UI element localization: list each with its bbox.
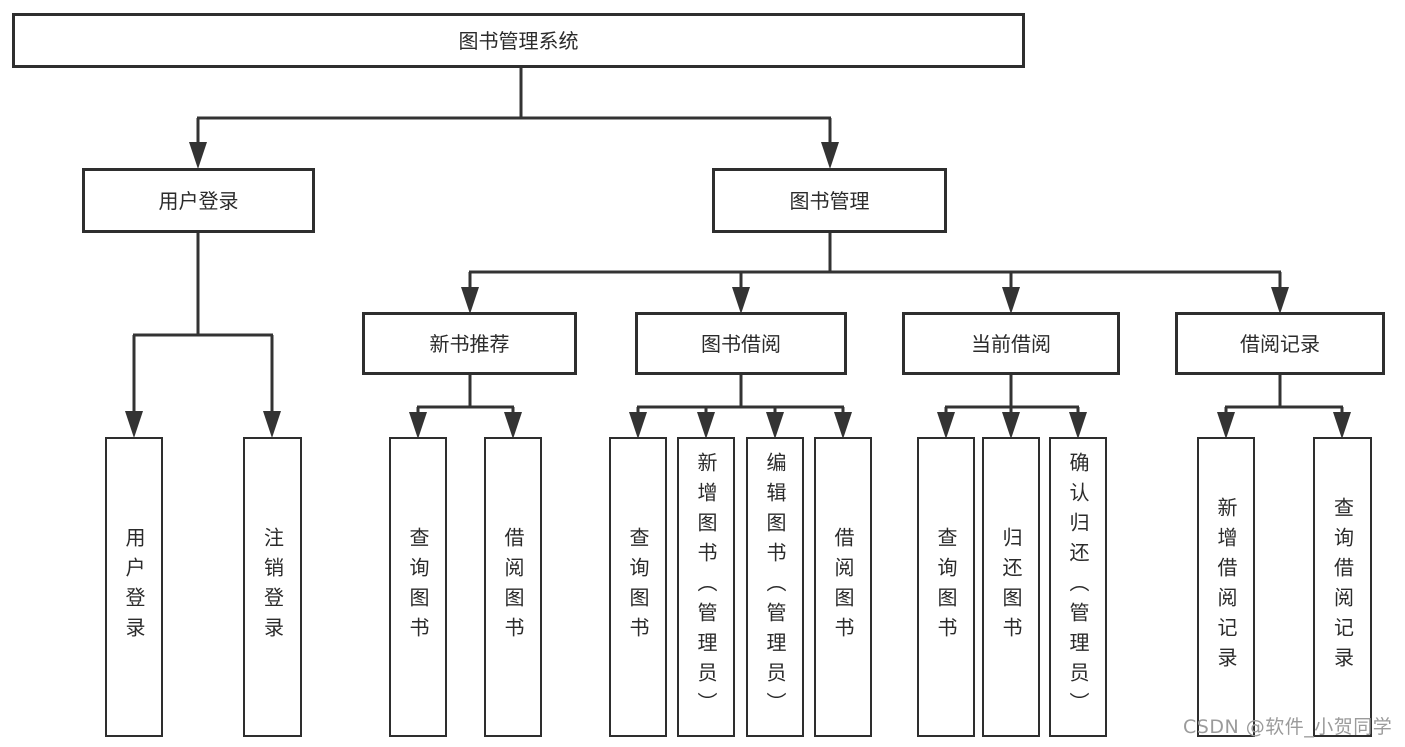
- node-book-borrowing-label: 图书借阅: [701, 331, 781, 356]
- leaf-edit-book-admin: 编辑图书（管理员）: [746, 437, 804, 737]
- leaf-add-borrow-record-label: 新增借阅记录: [1214, 497, 1238, 677]
- arrowhead: [1069, 412, 1087, 439]
- node-library-system-label: 图书管理系统: [458, 28, 579, 53]
- arrowhead: [629, 412, 647, 439]
- arrowhead: [1002, 287, 1020, 314]
- leaf-borrow-books-recommend-label: 借阅图书: [501, 527, 525, 647]
- leaf-query-books-borrowing: 查询图书: [609, 437, 667, 737]
- arrowhead: [1271, 287, 1289, 314]
- node-user-login-label: 用户登录: [158, 188, 239, 213]
- leaf-logout: 注销登录: [243, 437, 302, 737]
- leaf-query-books-borrowing-label: 查询图书: [626, 527, 650, 647]
- leaf-add-borrow-record: 新增借阅记录: [1197, 437, 1255, 737]
- node-borrowing-records: 借阅记录: [1175, 312, 1385, 375]
- leaf-query-books-current: 查询图书: [917, 437, 975, 737]
- connector-book-borrow-group: [636, 375, 845, 413]
- leaf-query-borrow-record-label: 查询借阅记录: [1330, 497, 1355, 677]
- arrowhead: [189, 142, 207, 169]
- connector-arrowheads: [125, 142, 1351, 439]
- arrowhead: [1333, 412, 1351, 439]
- leaf-query-books-recommend: 查询图书: [389, 437, 447, 737]
- node-current-borrowing-label: 当前借阅: [971, 331, 1051, 356]
- leaf-add-book-admin-label: 新增图书（管理员）: [694, 452, 718, 722]
- arrowhead: [1002, 412, 1020, 439]
- leaf-user-login: 用户登录: [105, 437, 163, 737]
- leaf-borrow-books-borrowing-label: 借阅图书: [831, 527, 855, 647]
- leaf-query-books-recommend-label: 查询图书: [406, 527, 430, 647]
- node-new-book-recommendation-label: 新书推荐: [429, 331, 510, 356]
- leaf-edit-book-admin-label: 编辑图书（管理员）: [763, 452, 787, 722]
- connector-book-management-rail: [468, 233, 1282, 288]
- leaf-query-books-current-label: 查询图书: [934, 527, 958, 647]
- connector-root-to-level1: [196, 68, 832, 142]
- arrowhead: [461, 287, 479, 314]
- arrowhead: [697, 412, 715, 439]
- arrowhead: [834, 412, 852, 439]
- node-library-system: 图书管理系统: [12, 13, 1025, 68]
- leaf-user-login-label: 用户登录: [122, 527, 146, 647]
- connector-user-login-group: [132, 233, 274, 411]
- connector-new-book-group: [416, 375, 515, 413]
- arrowhead: [937, 412, 955, 439]
- arrowhead: [766, 412, 784, 439]
- arrowhead: [821, 142, 839, 169]
- arrowhead: [263, 411, 281, 438]
- node-new-book-recommendation: 新书推荐: [362, 312, 577, 375]
- arrowhead: [125, 411, 143, 438]
- node-borrowing-records-label: 借阅记录: [1240, 331, 1320, 356]
- arrowhead: [732, 287, 750, 314]
- leaf-borrow-books-recommend: 借阅图书: [484, 437, 542, 737]
- leaf-add-book-admin: 新增图书（管理员）: [677, 437, 735, 737]
- leaf-return-book: 归还图书: [982, 437, 1040, 737]
- connector-borrow-record-group: [1224, 375, 1344, 413]
- arrowhead: [1217, 412, 1235, 439]
- node-current-borrowing: 当前借阅: [902, 312, 1120, 375]
- arrowhead: [409, 412, 427, 439]
- node-book-borrowing: 图书借阅: [635, 312, 847, 375]
- leaf-borrow-books-borrowing: 借阅图书: [814, 437, 872, 737]
- leaf-confirm-return-admin: 确认归还（管理员）: [1049, 437, 1107, 737]
- node-book-management-label: 图书管理: [789, 188, 870, 213]
- leaf-confirm-return-admin-label: 确认归还（管理员）: [1066, 452, 1090, 722]
- watermark: CSDN @软件_小贺同学: [1183, 716, 1393, 738]
- connector-current-borrow-group: [944, 375, 1080, 413]
- connector-lines: [132, 68, 1344, 413]
- node-user-login: 用户登录: [82, 168, 315, 233]
- node-book-management: 图书管理: [712, 168, 947, 233]
- arrowhead: [504, 412, 522, 439]
- leaf-return-book-label: 归还图书: [999, 527, 1023, 647]
- leaf-logout-label: 注销登录: [260, 527, 285, 647]
- leaf-query-borrow-record: 查询借阅记录: [1313, 437, 1372, 737]
